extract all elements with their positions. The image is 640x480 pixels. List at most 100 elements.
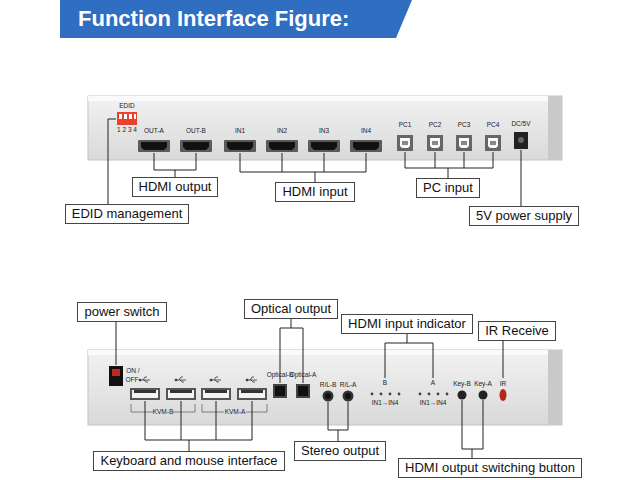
callout-text: IR Receive: [485, 323, 549, 339]
led-row-part: [419, 393, 422, 396]
led-row: [371, 393, 449, 396]
callout-box: HDMI input indicator: [341, 314, 473, 334]
top-panel: [88, 96, 562, 160]
led-row-part: [380, 393, 383, 396]
port-label: 1 2 3 4: [117, 126, 137, 134]
port-label: IR: [500, 380, 507, 388]
dc-pin: [518, 137, 524, 143]
led-row-part: [389, 393, 392, 396]
usb-a-port: [130, 388, 160, 400]
audio-jack: [343, 391, 354, 402]
hdmi-port: [180, 140, 212, 152]
usb-a-port: [201, 388, 231, 400]
dc-jack: [514, 132, 528, 149]
port-label: R/L-A: [340, 381, 357, 389]
usb-icon: [139, 377, 150, 382]
hdmi-port: [138, 140, 170, 152]
port-label: IN1→IN4: [420, 399, 447, 407]
callout-text: HDMI output switching button: [405, 460, 575, 476]
panel-body: [88, 350, 562, 425]
port-label: Key-A: [474, 380, 492, 388]
port-label: IN1: [235, 127, 245, 135]
usb-b-port: [427, 135, 443, 151]
callout-box: power switch: [77, 302, 166, 322]
kvm-bracket: [131, 404, 267, 412]
panel-bevel: [88, 350, 562, 355]
key-button: [479, 391, 488, 400]
usb-a-port: [237, 388, 267, 400]
port-label: B: [383, 379, 387, 387]
port-label: IN1→IN4: [372, 399, 399, 407]
usb-b-port: [485, 135, 501, 151]
led-row-part: [437, 393, 440, 396]
callout-box: HDMI input: [275, 182, 354, 202]
port-label: IN4: [361, 127, 371, 135]
callout-box: 5V power supply: [469, 206, 579, 226]
hdmi-port: [266, 140, 298, 152]
led-row-part: [428, 393, 431, 396]
dip-levers: [119, 114, 136, 119]
port-label: PC4: [487, 121, 500, 129]
port-label: EDID: [119, 102, 135, 110]
usb-a-port: [166, 388, 196, 400]
port-label: OUT-B: [186, 127, 206, 135]
optical-port: [273, 384, 287, 398]
port-label: OFF: [126, 376, 139, 384]
port-label: PC1: [399, 121, 412, 129]
usb-b-port: [397, 135, 413, 151]
optical-port: [296, 384, 310, 398]
callout-text: Stereo output: [301, 443, 379, 459]
port-label: ON /: [126, 367, 139, 375]
callout-box: IR Receive: [478, 321, 556, 341]
callout-box: PC input: [416, 178, 480, 198]
port-label: KVM-A: [225, 408, 246, 416]
port-label: Key-B: [453, 380, 471, 388]
callout-text: HDMI output: [139, 179, 212, 195]
panel-bevel: [88, 96, 562, 101]
port-label: OUT-A: [144, 127, 164, 135]
callout-text: HDMI input: [282, 184, 347, 200]
panel-end: [548, 96, 562, 160]
panel-body: [88, 96, 562, 160]
callout-text: EDID management: [72, 206, 183, 222]
port-label: DC/5V: [511, 120, 530, 128]
dip-levers-part: [129, 114, 132, 119]
usb-icon: [175, 377, 186, 382]
dip-levers-part: [134, 114, 136, 119]
usb-icon: [210, 377, 221, 382]
leader-lines: [108, 119, 521, 458]
port-label: A: [431, 379, 435, 387]
port-label: Optical-B: [267, 371, 294, 379]
callout-box: EDID management: [65, 204, 190, 224]
dip-levers-part: [119, 114, 122, 119]
callout-box: Keyboard and mouse interface: [93, 451, 284, 471]
port-label: IN3: [319, 127, 329, 135]
port-label: Optical-A: [290, 371, 317, 379]
port-label: PC3: [458, 121, 471, 129]
title-banner: [60, 0, 412, 38]
hdmi-port: [308, 140, 340, 152]
usb-b-port: [456, 135, 472, 151]
led-row-part: [371, 393, 374, 396]
bottom-panel: [88, 350, 562, 425]
led-row-part: [398, 393, 401, 396]
callout-text: PC input: [423, 180, 473, 196]
usb-icon: [246, 377, 257, 382]
port-label: IN2: [277, 127, 287, 135]
callout-text: 5V power supply: [476, 208, 572, 224]
callout-box: Stereo output: [294, 441, 386, 461]
audio-jack: [323, 391, 334, 402]
callout-box: Optical output: [244, 299, 338, 319]
led-row-part: [446, 393, 449, 396]
callout-box: HDMI output switching button: [398, 458, 582, 478]
dip-levers-part: [124, 114, 127, 119]
callout-text: Keyboard and mouse interface: [100, 453, 277, 469]
title-text: Function Interface Figure:: [78, 6, 349, 32]
port-label: PC2: [429, 121, 442, 129]
banner-shape: [60, 0, 412, 38]
key-button: [458, 391, 467, 400]
port-label: KVM-B: [153, 408, 174, 416]
